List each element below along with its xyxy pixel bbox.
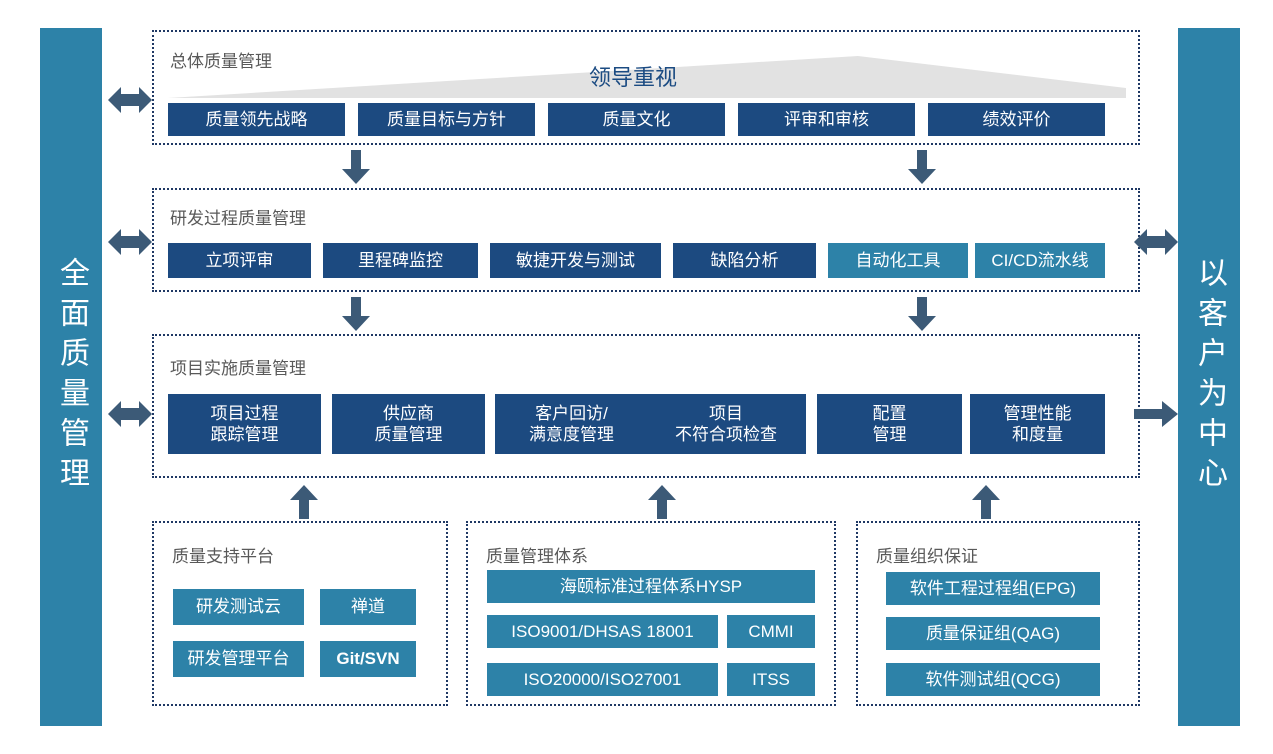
customer-centric-label: 以客户为中心: [1193, 257, 1226, 497]
customer-centric-bar: 以客户为中心: [1178, 28, 1240, 726]
panel-title-management-system: 质量管理体系: [486, 547, 588, 566]
panel-title-project-impl: 项目实施质量管理: [170, 359, 306, 378]
chip-system-4[interactable]: ITSS: [727, 663, 815, 696]
panel-title-support-platform: 质量支持平台: [172, 547, 274, 566]
chip-rd-5[interactable]: CI/CD流水线: [975, 243, 1105, 278]
chip-support-1[interactable]: 禅道: [320, 589, 416, 625]
down-arrow-overall-to-rd-right: [908, 150, 936, 184]
double-arrow-overall: [108, 87, 152, 113]
total-quality-management-bar: 全面质量管理: [40, 28, 102, 726]
right-arrow-project-to-customer: [1134, 401, 1178, 427]
chip-system-0[interactable]: 海颐标准过程体系HYSP: [487, 570, 815, 603]
total-quality-management-label: 全面质量管理: [55, 257, 88, 497]
chip-system-3[interactable]: ISO20000/ISO27001: [487, 663, 718, 696]
up-arrow-org-guarantee: [972, 485, 1000, 519]
chip-overall-3[interactable]: 评审和审核: [738, 103, 915, 136]
chip-system-1[interactable]: ISO9001/DHSAS 18001: [487, 615, 718, 648]
panel-quality-organization-guarantee: [856, 521, 1140, 706]
chip-rd-3[interactable]: 缺陷分析: [673, 243, 816, 278]
up-arrow-support-platform: [290, 485, 318, 519]
panel-quality-support-platform: [152, 521, 448, 706]
chip-overall-4[interactable]: 绩效评价: [928, 103, 1105, 136]
panel-quality-management-system: [466, 521, 836, 706]
chip-system-2[interactable]: CMMI: [727, 615, 815, 648]
chip-support-2[interactable]: 研发管理平台: [173, 641, 304, 677]
chip-rd-2[interactable]: 敏捷开发与测试: [490, 243, 661, 278]
chip-overall-0[interactable]: 质量领先战略: [168, 103, 345, 136]
chip-project-2[interactable]: 客户回访/ 满意度管理: [495, 394, 648, 454]
panel-title-org-guarantee: 质量组织保证: [876, 547, 978, 566]
chip-rd-4[interactable]: 自动化工具: [828, 243, 968, 278]
chip-rd-0[interactable]: 立项评审: [168, 243, 311, 278]
double-arrow-rd-right: [1134, 229, 1178, 255]
chip-support-3[interactable]: Git/SVN: [320, 641, 416, 677]
leadership-label: 领导重视: [589, 65, 678, 90]
chip-org-1[interactable]: 质量保证组(QAG): [886, 617, 1100, 650]
chip-overall-2[interactable]: 质量文化: [548, 103, 725, 136]
chip-rd-1[interactable]: 里程碑监控: [323, 243, 478, 278]
down-arrow-overall-to-rd-left: [342, 150, 370, 184]
chip-project-5[interactable]: 管理性能 和度量: [970, 394, 1105, 454]
chip-overall-1[interactable]: 质量目标与方针: [358, 103, 535, 136]
panel-overall-quality-management: [152, 30, 1140, 145]
panel-project-implementation-quality-management: [152, 334, 1140, 478]
panel-title-rd-process: 研发过程质量管理: [170, 209, 306, 228]
down-arrow-rd-to-project-left: [342, 297, 370, 331]
leadership-band: [168, 56, 1126, 98]
panel-title-overall: 总体质量管理: [170, 52, 272, 71]
double-arrow-project-left: [108, 401, 152, 427]
chip-org-2[interactable]: 软件测试组(QCG): [886, 663, 1100, 696]
chip-support-0[interactable]: 研发测试云: [173, 589, 304, 625]
chip-project-4[interactable]: 配置 管理: [817, 394, 962, 454]
chip-project-1[interactable]: 供应商 质量管理: [332, 394, 485, 454]
double-arrow-rd-left: [108, 229, 152, 255]
chip-project-3[interactable]: 项目 不符合项检查: [646, 394, 806, 454]
down-arrow-rd-to-project-right: [908, 297, 936, 331]
chip-project-0[interactable]: 项目过程 跟踪管理: [168, 394, 321, 454]
chip-org-0[interactable]: 软件工程过程组(EPG): [886, 572, 1100, 605]
up-arrow-management-system: [648, 485, 676, 519]
